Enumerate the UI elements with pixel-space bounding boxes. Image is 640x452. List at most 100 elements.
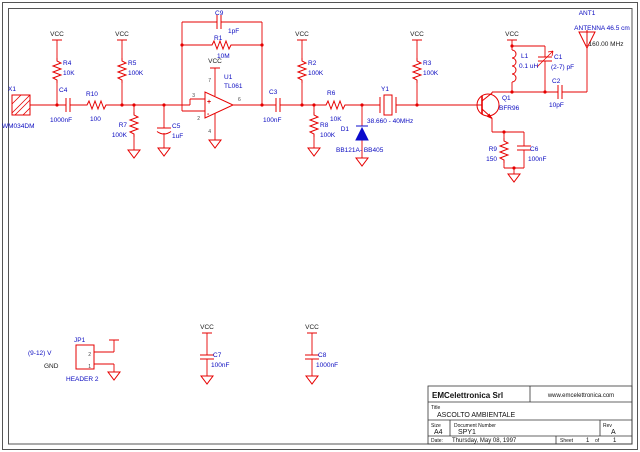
component-symbols (11, 14, 596, 385)
l1-ref: L1 (521, 53, 529, 60)
x1-value: WM034DM (2, 123, 35, 130)
jp1-ref: JP1 (74, 337, 86, 344)
r8-ref: R8 (320, 122, 329, 129)
r7-ref: R7 (119, 122, 128, 129)
c7-ref: C7 (213, 352, 222, 359)
date-field-label: Date: (431, 438, 443, 444)
c5-value: 1uF (172, 133, 183, 140)
resistor-r8-symbol (309, 111, 319, 138)
c9-ref: C9 (215, 10, 224, 17)
q1-value: BFR96 (499, 105, 520, 112)
r6-value: 10K (330, 116, 342, 123)
r9-value: 150 (486, 156, 497, 163)
supply-range-label: (9-12) V (28, 350, 52, 357)
c2-ref: C2 (552, 78, 561, 85)
r4-ref: R4 (63, 60, 72, 67)
r10-ref: R10 (86, 91, 98, 98)
antenna-icon (578, 30, 596, 50)
c7-value: 100nF (211, 362, 229, 369)
vcc-labels: VCC VCC VCC VCC VCC VCC VCC VCC (50, 31, 519, 331)
r4-value: 10K (63, 70, 75, 77)
c3-ref: C3 (269, 89, 278, 96)
sheet-total: 1 (613, 438, 617, 444)
vcc-label: VCC (305, 324, 319, 331)
crystal-symbol (379, 94, 397, 116)
capacitor-c5-symbol (156, 127, 172, 135)
capacitor-c8-symbol (304, 354, 320, 360)
header-jp1-symbol (75, 344, 95, 370)
sheet-number: 1 (586, 438, 590, 444)
c8-ref: C8 (318, 352, 327, 359)
microphone-symbol (11, 94, 31, 116)
d1-value: BB121A- BB405 (336, 147, 384, 154)
d1-ref: D1 (341, 126, 350, 133)
ground-symbols (107, 139, 521, 385)
date-value: Thursday, May 08, 1997 (452, 438, 517, 444)
vcc-label: VCC (208, 58, 222, 65)
ant1-value: ANTENNA 46.5 cm (574, 25, 630, 32)
resistor-r5-symbol (117, 57, 127, 84)
l1-value: 0.1 uH (519, 63, 538, 70)
sheet-field-label: Sheet (560, 438, 574, 444)
jp1-value: HEADER 2 (66, 376, 99, 383)
r5-value: 100K (128, 70, 144, 77)
resistor-r7-symbol (129, 111, 139, 138)
resistor-r3-symbol (412, 57, 422, 84)
u1-pin6: 6 (238, 97, 241, 103)
r3-ref: R3 (423, 60, 432, 67)
capacitor-c4-symbol (65, 97, 71, 113)
resistor-r4-symbol (52, 57, 62, 84)
r9-ref: R9 (489, 146, 498, 153)
component-labels: X1 WM034DM C4 1000nF R10 100 R4 10K R5 1… (2, 10, 630, 383)
of-label: of (595, 438, 600, 444)
resistor-r1-symbol (208, 40, 235, 50)
u1-pin7: 7 (208, 78, 211, 84)
title-block-grid (427, 385, 633, 445)
document-number: SPY1 (458, 429, 476, 436)
resistor-r9-symbol (499, 137, 509, 164)
c3-value: 100nF (263, 117, 281, 124)
title-field-label: Title (431, 405, 440, 411)
r5-ref: R5 (128, 60, 137, 67)
opamp-plus-sign: + (207, 99, 211, 106)
company-name: EMCelettronica Srl (432, 391, 503, 400)
r8-value: 100K (320, 132, 336, 139)
rev-field-label: Rev (603, 423, 612, 429)
jp1-pin1: 1 (88, 364, 91, 370)
c6-ref: C6 (530, 146, 539, 153)
r3-value: 100K (423, 70, 439, 77)
capacitor-c3-symbol (275, 97, 281, 113)
y1-value: 38.660 - 40MHz (367, 118, 413, 125)
c9-value: 1pF (228, 28, 239, 35)
c5-ref: C5 (172, 123, 181, 130)
resistor-r2-symbol (297, 57, 307, 84)
junction-dots (55, 43, 547, 170)
x1-ref: X1 (8, 86, 16, 93)
vcc-label: VCC (115, 31, 129, 38)
schematic-title: ASCOLTO AMBIENTALE (437, 412, 516, 419)
r1-value: 10M (217, 53, 230, 60)
varactor-diode-symbol (355, 125, 369, 141)
ant1-ref: ANT1 (579, 10, 596, 17)
q1-ref: Q1 (502, 95, 511, 102)
u1-pin4: 4 (208, 129, 211, 135)
opamp-minus-sign: - (207, 111, 210, 118)
title-block: EMCelettronica Srl www.emcelettronica.co… (427, 385, 633, 445)
c6-value: 100nF (528, 156, 546, 163)
c4-value: 1000nF (50, 117, 72, 124)
docnum-field-label: Document Number (454, 423, 496, 429)
antenna-frequency: 160.00 MHz (588, 41, 623, 48)
vcc-label: VCC (200, 324, 214, 331)
r2-ref: R2 (308, 60, 317, 67)
capacitor-c7-symbol (199, 354, 215, 360)
capacitor-c9-symbol (216, 14, 222, 30)
vcc-label: VCC (295, 31, 309, 38)
c1-value: (2-7) pF (551, 64, 574, 71)
capacitor-c6-symbol (516, 145, 532, 151)
u1-pin3: 3 (192, 93, 195, 99)
r7-value: 100K (112, 132, 128, 139)
wire-net (30, 21, 588, 376)
r2-value: 100K (308, 70, 324, 77)
